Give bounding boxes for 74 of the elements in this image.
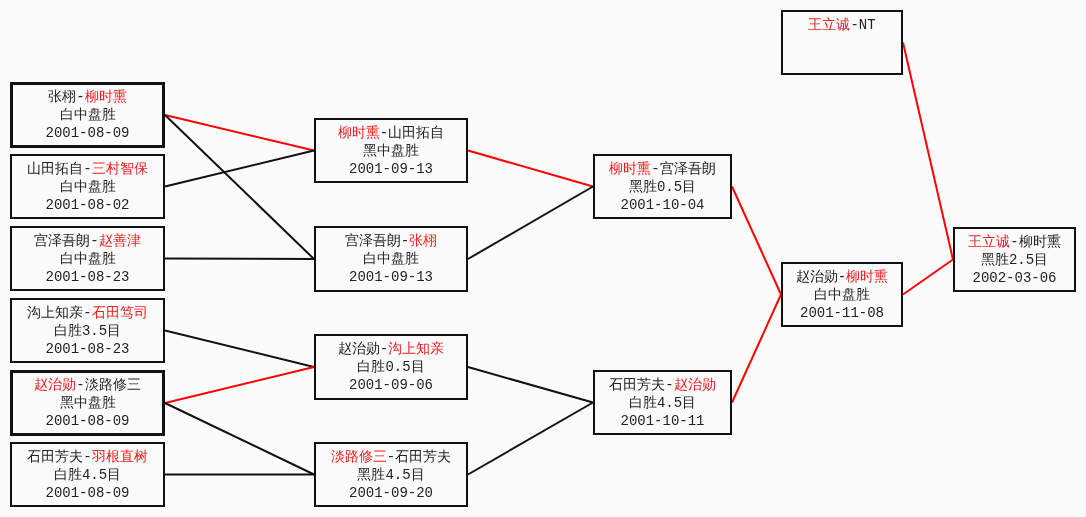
match-box bbox=[781, 262, 903, 327]
game-result: 黑胜2.5目 bbox=[980, 251, 1049, 269]
game-date: 2001-08-09 bbox=[45, 484, 130, 502]
game-result: 白中盘胜 bbox=[363, 250, 419, 268]
bracket-line bbox=[467, 366, 594, 404]
match-players: 山田拓自-三村智保 bbox=[27, 160, 148, 178]
game-date: 2001-08-09 bbox=[45, 124, 130, 142]
bracket-line bbox=[902, 258, 954, 296]
game-date: 2001-08-09 bbox=[45, 412, 130, 430]
bracket-line bbox=[467, 401, 594, 476]
bracket-line bbox=[731, 293, 782, 404]
bracket-line bbox=[902, 41, 954, 261]
game-date: 2001-08-23 bbox=[45, 340, 130, 358]
game-result: 白中盘胜 bbox=[59, 106, 116, 124]
match-box bbox=[593, 154, 732, 219]
match-players: 淡路修三-石田芳夫 bbox=[330, 448, 452, 466]
match-box bbox=[593, 370, 732, 435]
match-box bbox=[953, 227, 1076, 292]
game-result: 白胜4.5目 bbox=[53, 466, 122, 484]
match-box bbox=[10, 442, 165, 507]
game-date: 2002-03-06 bbox=[972, 269, 1057, 287]
match-players: 石田芳夫-赵治勋 bbox=[609, 376, 716, 394]
match-players: 赵治勋-沟上知亲 bbox=[337, 340, 445, 358]
match-box bbox=[10, 82, 165, 148]
match-players: 赵治勋-淡路修三 bbox=[34, 376, 141, 394]
game-date: 2001-08-02 bbox=[45, 196, 130, 214]
match-box bbox=[314, 442, 468, 507]
match-box bbox=[314, 226, 468, 292]
game-date: 2001-10-04 bbox=[620, 196, 705, 214]
match-players: 柳时熏-山田拓自 bbox=[337, 124, 445, 142]
bracket-line bbox=[164, 257, 315, 260]
game-date: 2001-10-11 bbox=[620, 412, 705, 430]
match-players: 赵治勋-柳时熏 bbox=[795, 268, 889, 286]
match-box bbox=[10, 154, 165, 219]
game-result: 白中盘胜 bbox=[814, 286, 870, 304]
match-box bbox=[10, 226, 165, 291]
match-box bbox=[314, 334, 468, 400]
game-result: 黑中盘胜 bbox=[59, 394, 116, 412]
bracket-line bbox=[164, 149, 315, 188]
match-players: 王立诚-NT bbox=[808, 16, 876, 34]
match-players: 宫泽吾朗-张栩 bbox=[344, 232, 438, 250]
bracket-line bbox=[164, 329, 315, 368]
game-date: 2001-11-08 bbox=[800, 304, 884, 322]
game-date: 2001-09-06 bbox=[349, 376, 433, 394]
match-box bbox=[781, 10, 903, 75]
bracket-line bbox=[467, 149, 594, 188]
game-result: 白中盘胜 bbox=[59, 178, 116, 196]
bracket-line bbox=[164, 473, 315, 476]
match-box bbox=[10, 298, 165, 363]
match-players: 宫泽吾朗-赵善津 bbox=[34, 232, 141, 250]
game-result: 白胜4.5目 bbox=[628, 394, 697, 412]
match-players: 石田芳夫-羽根直树 bbox=[27, 448, 148, 466]
game-result: 白胜3.5目 bbox=[53, 322, 122, 340]
bracket-line bbox=[164, 114, 315, 260]
bracket-line bbox=[164, 366, 315, 404]
bracket-line bbox=[164, 114, 315, 152]
game-date: 2001-09-13 bbox=[349, 268, 433, 286]
game-date: 2001-08-23 bbox=[45, 268, 130, 286]
bracket-line bbox=[731, 185, 782, 296]
match-box bbox=[10, 370, 165, 436]
bracket-line bbox=[467, 185, 594, 260]
game-result: 黑胜4.5目 bbox=[357, 466, 425, 484]
game-result: 黑中盘胜 bbox=[363, 142, 419, 160]
match-players: 张栩-柳时熏 bbox=[48, 88, 127, 106]
game-date: 2001-09-20 bbox=[349, 484, 433, 502]
game-result: 黑胜0.5目 bbox=[628, 178, 697, 196]
match-players: 王立诚-柳时熏 bbox=[968, 233, 1061, 251]
bracket-line bbox=[164, 402, 315, 476]
game-date: 2001-09-13 bbox=[349, 160, 433, 178]
match-players: 柳时熏-宫泽吾朗 bbox=[609, 160, 716, 178]
match-players: 沟上知亲-石田笃司 bbox=[27, 304, 148, 322]
match-box bbox=[314, 118, 468, 183]
game-result: 白胜0.5目 bbox=[357, 358, 425, 376]
game-result: 白中盘胜 bbox=[59, 250, 116, 268]
